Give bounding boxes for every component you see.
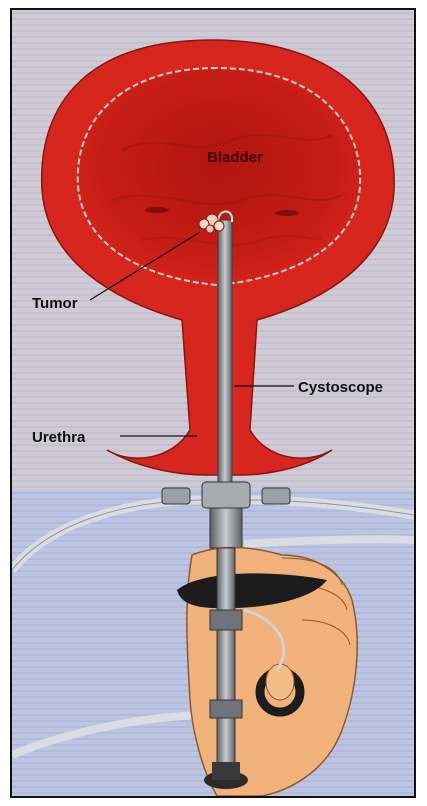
cystoscopy-diagram: Bladder Tumor Cystoscope Urethra (12, 10, 414, 796)
cystoscope-shaft (218, 220, 232, 488)
scope-collar (210, 610, 242, 630)
valve-right (262, 488, 290, 504)
eyepiece-body (212, 762, 240, 780)
label-urethra: Urethra (32, 429, 86, 446)
scope-body-upper (210, 508, 242, 548)
label-bladder: Bladder (207, 149, 263, 166)
scope-collar (210, 700, 242, 718)
tube-mid-right (244, 539, 414, 544)
label-tumor: Tumor (32, 295, 78, 312)
scope-body-lower (217, 548, 235, 768)
scope-connector (202, 482, 250, 508)
ureter-opening (275, 210, 299, 216)
illustration-frame: Bladder Tumor Cystoscope Urethra (10, 8, 416, 798)
valve-left (162, 488, 190, 504)
thumb (266, 664, 294, 700)
label-cystoscope: Cystoscope (298, 379, 383, 396)
ureter-opening (145, 207, 169, 213)
